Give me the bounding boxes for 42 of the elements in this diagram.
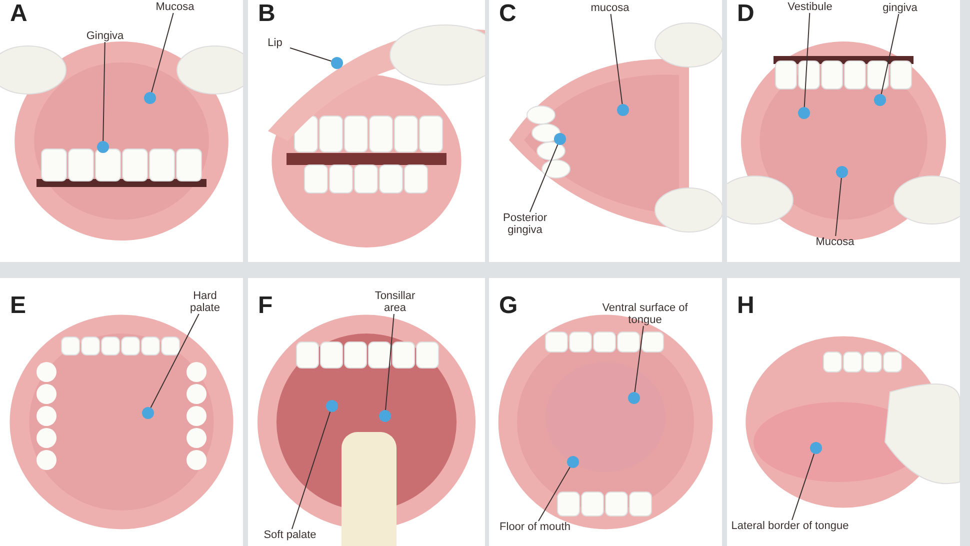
leader-line [880,14,900,95]
part-label: Vestibule [780,1,840,13]
panel-letter: F [258,294,273,318]
illustration-panel [248,0,485,262]
part-label: Hard palate [180,290,230,314]
panel-letter: D [737,2,754,26]
part-label: Lip [260,37,290,49]
panel-letter: E [10,294,26,318]
illustration-panel [0,0,243,262]
panel-letter: G [499,294,518,318]
illustration-panel [489,0,722,262]
part-label: Mucosa [150,1,200,13]
part-label: gingiva [875,2,925,14]
illustration-panel [727,0,960,262]
leader-line [150,314,200,408]
leader-line [792,453,815,520]
panel-letter: A [10,2,28,26]
illustration-panel [0,278,243,546]
leader-line [804,12,810,108]
illustration-panel [489,278,722,546]
leader-line [610,14,623,105]
part-label: Gingiva [78,30,132,42]
leader-line [529,144,558,212]
part-label: mucosa [585,2,635,14]
illustration-panel [727,278,960,546]
part-label: Posterior gingiva [493,212,557,236]
part-label: Lateral border of tongue [730,520,850,532]
leader-line [290,47,332,62]
part-label: Mucosa [810,236,860,248]
panel-letter: B [258,2,276,26]
part-label: Ventral surface of tongue [590,302,700,326]
panel-letter: C [499,2,516,26]
leader-line [151,12,174,93]
part-label: Soft palate [255,529,325,541]
part-label: Tonsillar area [365,290,425,314]
part-label: Floor of mouth [499,521,571,533]
leader-line [835,177,842,236]
panel-letter: H [737,294,754,318]
illustration-panel [248,278,485,546]
leader-line [102,42,106,142]
leader-line [291,411,331,530]
marker-dot [331,57,343,69]
